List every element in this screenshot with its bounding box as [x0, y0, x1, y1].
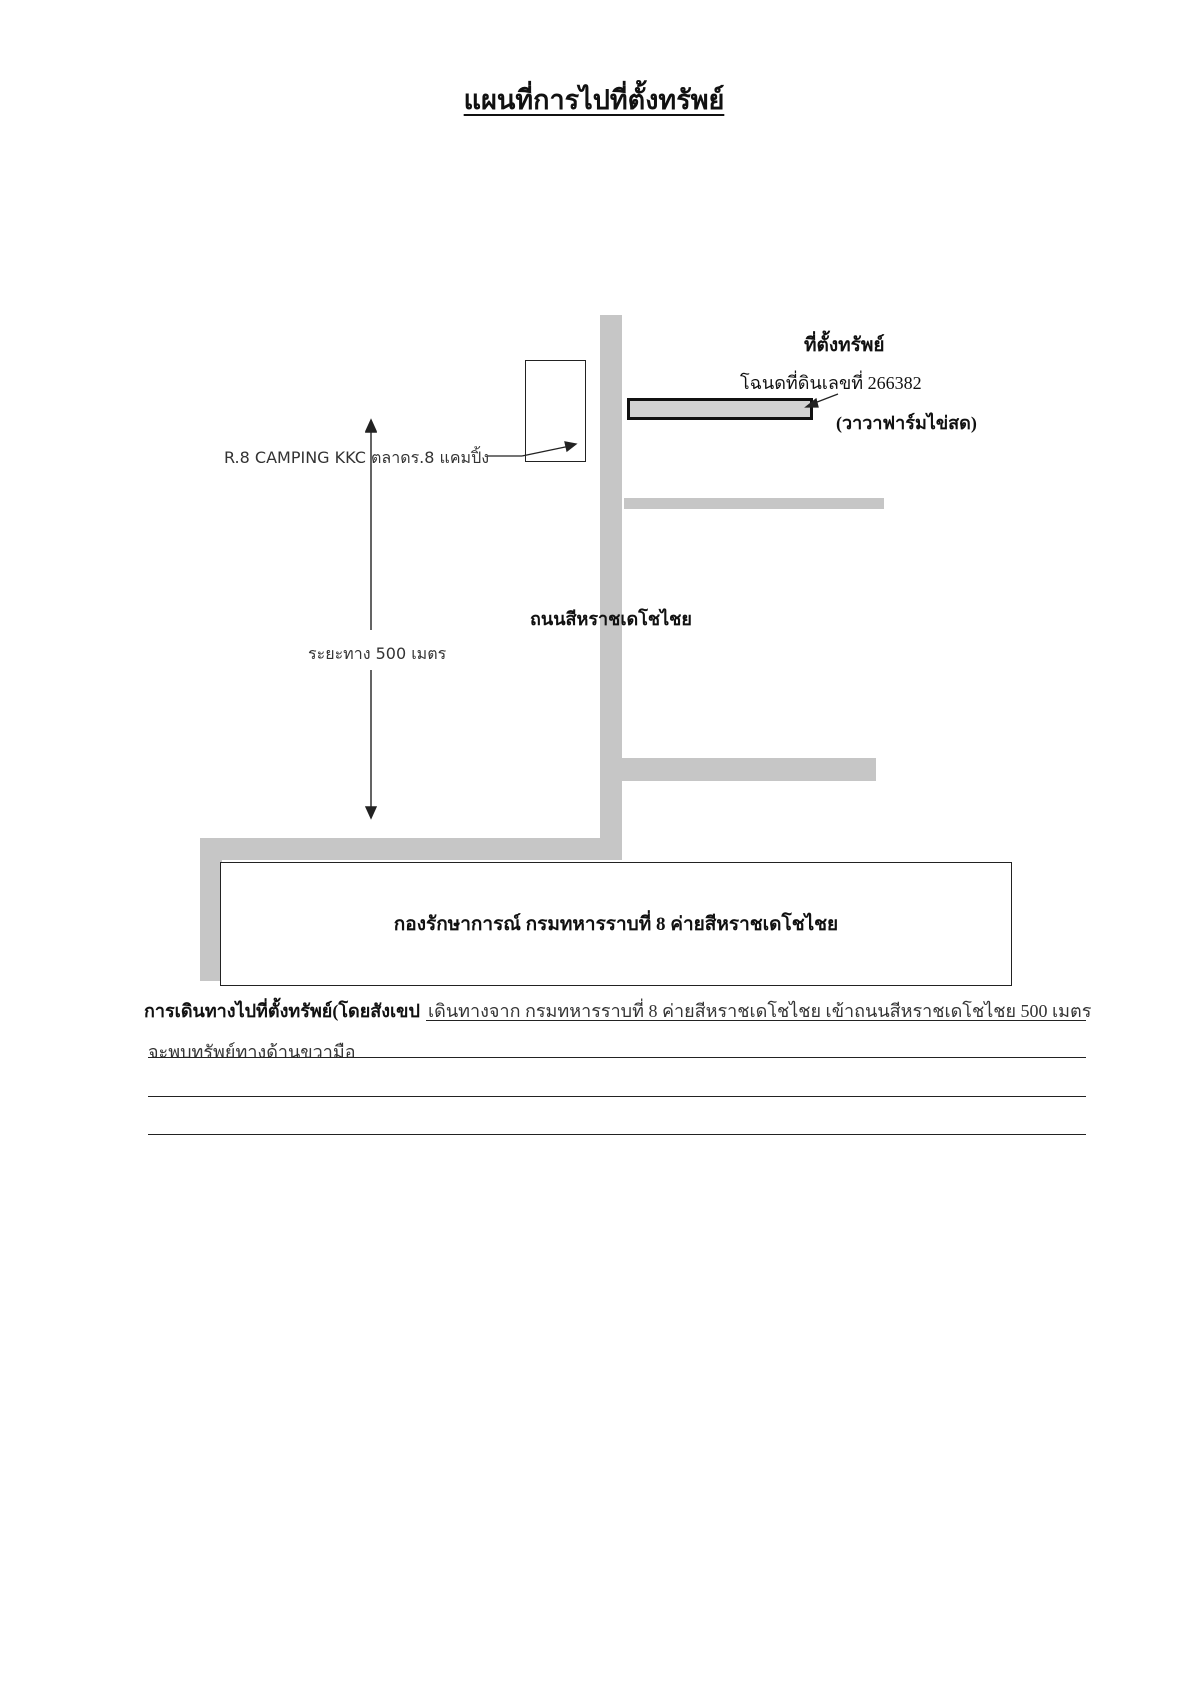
deed-number-text: โฉนดที่ดินเลขที่ 266382 — [740, 373, 922, 393]
page-title: แผนที่การไปที่ตั้งทรัพย์ — [463, 85, 725, 116]
army-base-box: กองรักษาการณ์ กรมทหารราบที่ 8 ค่ายสีหราช… — [220, 862, 1012, 986]
blank-line-2 — [148, 1134, 1086, 1135]
landmark-label: R.8 CAMPING KKC ตลาดร.8 แคมปิ้ง — [224, 448, 490, 467]
directions-label: การเดินทางไปที่ตั้งทรัพย์(โดยสังเขป — [144, 1001, 420, 1021]
army-base-label: กองรักษาการณ์ กรมทหารราบที่ 8 ค่ายสีหราช… — [393, 914, 839, 935]
side-road-upper — [624, 498, 884, 509]
directions-line-2: จะพบทรัพย์ทางด้านขวามือ — [148, 1042, 356, 1062]
property-plot — [627, 398, 813, 420]
main-road — [600, 315, 622, 860]
property-heading: ที่ตั้งทรัพย์ — [804, 335, 885, 356]
deed-number-label: โฉนดที่ดินเลขที่ 266382 — [740, 368, 922, 397]
left-road — [200, 838, 222, 981]
landmark-north-arrow — [364, 419, 378, 433]
landmark-pointer-arrow — [488, 441, 578, 457]
distance-arrow — [364, 418, 378, 820]
side-road-lower — [618, 758, 876, 781]
distance-label: ระยะทาง 500 เมตร — [306, 642, 449, 667]
road-name-label: ถนนสีหราชเดโชไชย — [530, 609, 692, 629]
property-pointer-arrow — [804, 393, 839, 408]
directions-underline-2 — [148, 1057, 1086, 1058]
bottom-road — [200, 838, 622, 860]
landmark-building — [525, 360, 586, 462]
property-name-label: (วาวาฟาร์มไข่สด) — [836, 413, 977, 433]
directions-line-1: เดินทางจาก กรมทหารราบที่ 8 ค่ายสีหราชเดโ… — [428, 1001, 1092, 1021]
blank-line-1 — [148, 1096, 1086, 1097]
directions-underline-1 — [426, 1020, 1086, 1021]
